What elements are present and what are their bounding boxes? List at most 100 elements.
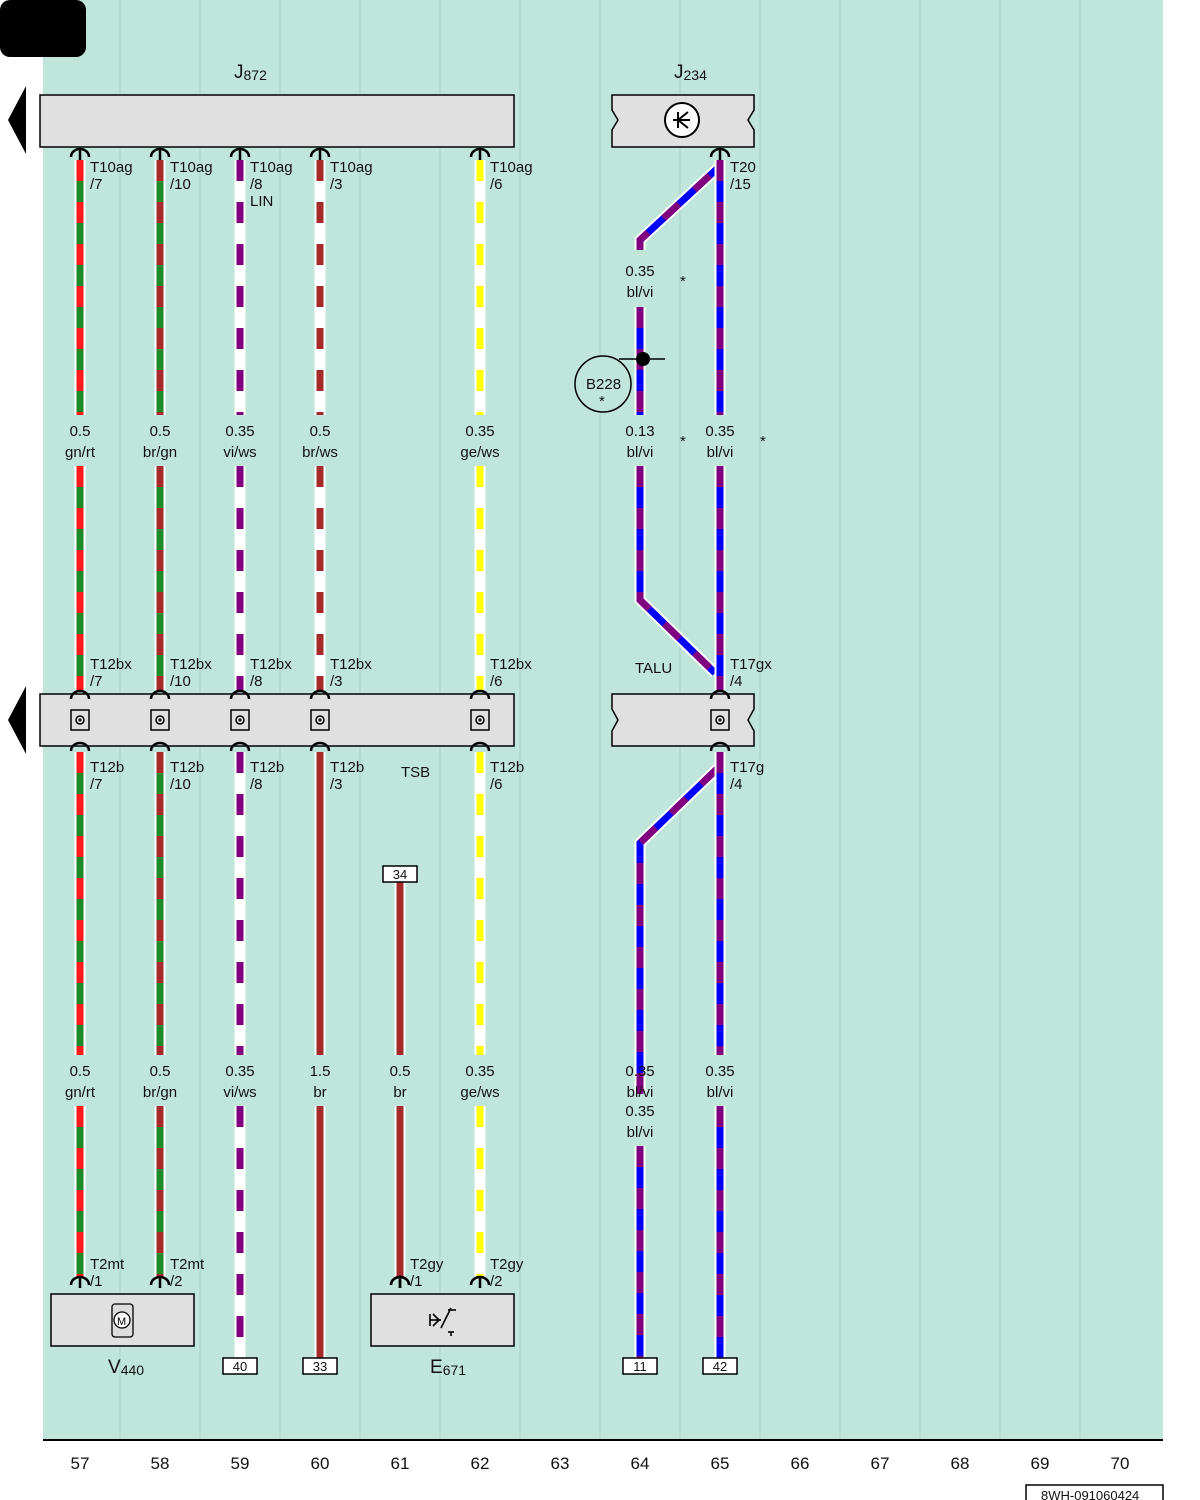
ref-box-col59 bbox=[222, 1357, 258, 1375]
wires-layer bbox=[74, 160, 726, 1358]
column-number: 57 bbox=[71, 1454, 90, 1473]
b228-tap-dot bbox=[636, 352, 650, 366]
wire-color-col65-top: bl/vi bbox=[707, 444, 734, 461]
column-number: 65 bbox=[711, 1454, 730, 1473]
pin-label-col59-lower-mid: T12b bbox=[250, 759, 284, 776]
column-number: 61 bbox=[391, 1454, 410, 1473]
wire-size-col65-bottom: 0.35 bbox=[705, 1063, 734, 1080]
pin-label-col62-lower-mid: T12b bbox=[490, 759, 524, 776]
pin-label-col62-top: T10ag bbox=[490, 159, 533, 176]
wire-color-col64-top: bl/vi bbox=[627, 444, 654, 461]
talu-connector-station[interactable] bbox=[611, 693, 755, 747]
pin-label-col60-upper-mid: T12bx bbox=[330, 656, 372, 673]
pin-label-col62-lower-mid: /6 bbox=[490, 776, 503, 793]
connector-pin-col62-bottom bbox=[469, 1275, 491, 1288]
wire-size-col58-bottom: 0.5 bbox=[150, 1063, 171, 1080]
b228-label: B228 bbox=[586, 376, 621, 393]
pin-label-col60-top: /3 bbox=[330, 176, 343, 193]
pin-label-col61-bottom: /1 bbox=[410, 1273, 423, 1290]
connector-station-col60 bbox=[309, 689, 331, 752]
connector-symbols-layer bbox=[69, 147, 731, 1288]
column-number: 67 bbox=[871, 1454, 890, 1473]
wire-size-col64-top: 0.13 bbox=[625, 423, 654, 440]
pin-label-col61-bottom: T2gy bbox=[410, 1256, 444, 1273]
column-number: 59 bbox=[231, 1454, 250, 1473]
connector-station-col58 bbox=[149, 689, 171, 752]
wire-color-col64-lower: bl/vi bbox=[627, 1124, 654, 1141]
wire-col64-seg2[interactable] bbox=[634, 466, 719, 677]
pin-label-col58-upper-mid: T12bx bbox=[170, 656, 212, 673]
ref-box-col65 bbox=[702, 1357, 738, 1375]
page-tab-marker bbox=[0, 0, 86, 57]
pin-label-col60-lower-mid: T12b bbox=[330, 759, 364, 776]
motor-icon: M bbox=[111, 1303, 134, 1338]
wire-size-col62-bottom: 0.35 bbox=[465, 1063, 494, 1080]
connector-station-col65 bbox=[709, 689, 731, 752]
column-number: 68 bbox=[951, 1454, 970, 1473]
connector-station-col59 bbox=[229, 689, 251, 752]
wire-size-col57-bottom: 0.5 bbox=[70, 1063, 91, 1080]
wire-col64-branch-top[interactable] bbox=[634, 161, 724, 250]
tsb-label: TSB bbox=[401, 764, 430, 781]
pin-label-col65-upper-mid: /4 bbox=[730, 673, 743, 690]
pin-label-col60-top: T10ag bbox=[330, 159, 373, 176]
wire-size-col57-top: 0.5 bbox=[70, 423, 91, 440]
pin-label-col57-lower-mid: /7 bbox=[90, 776, 103, 793]
pin-label-col59-lower-mid: /8 bbox=[250, 776, 263, 793]
wire-color-col64-branch: bl/vi bbox=[627, 284, 654, 301]
ref-number-col64: 11 bbox=[633, 1359, 647, 1374]
b228-sensor[interactable] bbox=[574, 355, 632, 413]
pin-label-col62-bottom: /2 bbox=[490, 1273, 503, 1290]
connector-pin-col58-top bbox=[149, 147, 171, 160]
wire-col64-seg3[interactable] bbox=[634, 762, 724, 1094]
pin-label-col65-lower-mid: T17g bbox=[730, 759, 764, 776]
wire-color-col59-top: vi/ws bbox=[223, 444, 256, 461]
push-switch-icon bbox=[429, 1307, 456, 1336]
ref-number-col65: 42 bbox=[713, 1359, 727, 1374]
j234-label: J234 bbox=[674, 62, 707, 83]
pin-label-col59-top: LIN bbox=[250, 193, 273, 210]
pin-label-col57-top: T10ag bbox=[90, 159, 133, 176]
wire-size-col61-bottom: 0.5 bbox=[390, 1063, 411, 1080]
connector-pin-col59-top bbox=[229, 147, 251, 160]
pin-label-col62-bottom: T2gy bbox=[490, 1256, 524, 1273]
wire-size-col64-bottom: 0.35 bbox=[625, 1063, 654, 1080]
connector-pin-col60-top bbox=[309, 147, 331, 160]
j872-control-unit[interactable] bbox=[39, 94, 515, 148]
wire-color-col58-bottom: br/gn bbox=[143, 1084, 177, 1101]
ref-number-col59: 40 bbox=[233, 1359, 247, 1374]
pin-label-col62-upper-mid: /6 bbox=[490, 673, 503, 690]
pin-label-col58-lower-mid: T12b bbox=[170, 759, 204, 776]
pin-label-col58-upper-mid: /10 bbox=[170, 673, 191, 690]
tsb-connector-station[interactable] bbox=[39, 693, 515, 747]
note-asterisk-1: * bbox=[680, 273, 686, 290]
connector-station-col62 bbox=[469, 689, 491, 752]
ref-box-col61-top bbox=[382, 865, 418, 883]
pin-label-col65-lower-mid: /4 bbox=[730, 776, 743, 793]
v440-label: V440 bbox=[108, 1357, 144, 1378]
continuation-arrow-middle bbox=[8, 686, 26, 754]
connector-pin-col61-bottom-b bbox=[389, 1275, 411, 1288]
connector-pin-col58-bottom bbox=[149, 1275, 171, 1288]
column-number: 58 bbox=[151, 1454, 170, 1473]
pin-label-col57-bottom: /1 bbox=[90, 1273, 103, 1290]
wire-color-col65-bottom: bl/vi bbox=[707, 1084, 734, 1101]
j872-label: J872 bbox=[234, 62, 267, 83]
pin-label-col59-upper-mid: T12bx bbox=[250, 656, 292, 673]
footer-code-box bbox=[1025, 1484, 1164, 1500]
pin-label-col60-upper-mid: /3 bbox=[330, 673, 343, 690]
pin-label-col57-upper-mid: /7 bbox=[90, 673, 103, 690]
wire-color-col57-bottom: gn/rt bbox=[65, 1084, 96, 1101]
column-number: 70 bbox=[1111, 1454, 1130, 1473]
wire-color-col59-bottom: vi/ws bbox=[223, 1084, 256, 1101]
wire-color-col64-bottom: bl/vi bbox=[627, 1084, 654, 1101]
e671-switch[interactable] bbox=[370, 1293, 515, 1347]
wire-color-col58-top: br/gn bbox=[143, 444, 177, 461]
pin-label-col59-top: /8 bbox=[250, 176, 263, 193]
connector-pin-col62-top bbox=[469, 147, 491, 160]
wire-labels-layer: T10ag/7T12bx/7T12b/7T2mt/10.5gn/rt0.5gn/… bbox=[65, 159, 772, 1375]
talu-label: TALU bbox=[635, 660, 672, 677]
wire-size-col65-top: 0.35 bbox=[705, 423, 734, 440]
